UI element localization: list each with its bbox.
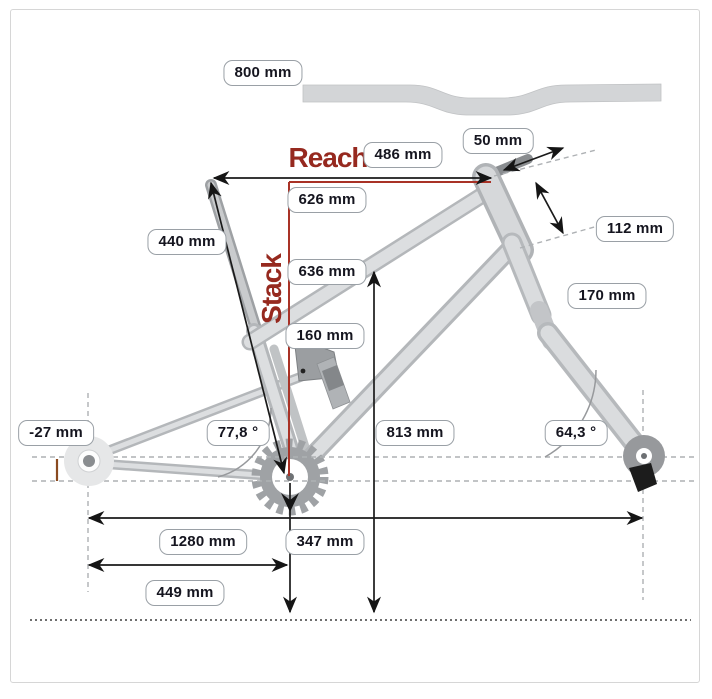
head-tube-length-label: 112 mm (595, 216, 675, 242)
fork-travel-label: 170 mm (567, 283, 647, 309)
handlebar-icon (302, 83, 662, 116)
standover-label: 813 mm (375, 420, 455, 446)
bb-height-arrow (281, 493, 299, 512)
stack-label: 636 mm (287, 259, 367, 285)
page-border (10, 9, 700, 683)
wheelbase-label: 1280 mm (159, 529, 247, 555)
top-tube-label: 626 mm (287, 187, 367, 213)
chainstay-label: 449 mm (145, 580, 225, 606)
front-fork (501, 232, 653, 464)
reference-lines (32, 149, 697, 600)
bb-height-label: 347 mm (285, 529, 365, 555)
seat-tube-length-label: 440 mm (147, 229, 227, 255)
handlebar-width-label: 800 mm (223, 60, 303, 86)
reach-label: 486 mm (363, 142, 443, 168)
front-hub-icon (623, 435, 665, 492)
reach-axis-word: Reach (288, 142, 368, 173)
stem-length-label: 50 mm (462, 128, 534, 154)
stack-axis-word: Stack (256, 254, 287, 324)
front-brake-icon (629, 463, 657, 492)
rear-hub-icon (64, 436, 114, 486)
bb-drop-label: -27 mm (18, 420, 94, 446)
rear-travel-label: 160 mm (285, 323, 365, 349)
head-angle-label: 64,3 ° (544, 420, 608, 446)
seat-angle-label: 77,8 ° (206, 420, 270, 446)
